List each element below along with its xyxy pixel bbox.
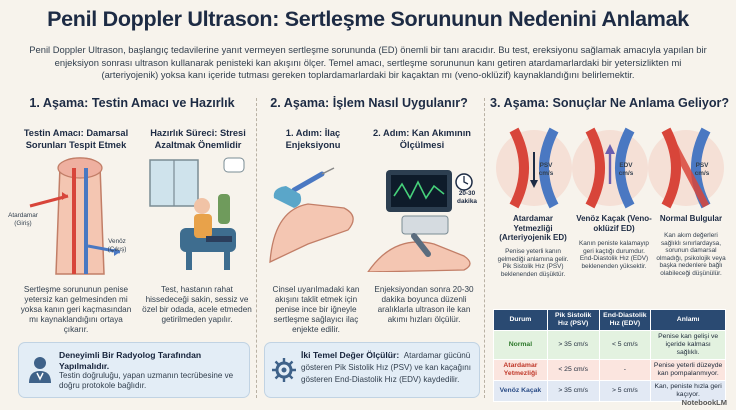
psv-label-normal: PSV cm/s xyxy=(694,162,710,177)
card-arterial-text: Penise yeterli kanın gelmediği anlamına … xyxy=(497,248,569,278)
table-header: End-Diastolik Hız (EDV) xyxy=(598,309,652,331)
prep-title: Hazırlık Süreci: Stresi Azaltmak Önemlid… xyxy=(150,128,246,150)
table-header: Pik Sistolik Hız (PSV) xyxy=(546,309,600,331)
table-row: Venöz Kaçak > 35 cm/s > 5 cm/s Kan, peni… xyxy=(493,380,726,402)
radiologist-note-title: Deneyimli Bir Radyolog Tarafından Yapılm… xyxy=(59,350,202,371)
doctor-icon xyxy=(29,357,51,383)
section-1-heading: 1. Aşama: Testin Amacı ve Hazırlık xyxy=(29,96,235,110)
results-table: Durum Pik Sistolik Hız (PSV) End-Diastol… xyxy=(493,309,726,402)
table-cell: - xyxy=(598,359,652,381)
table-cell: Penise yeterli düzeyde kan pompalanmıyor… xyxy=(650,359,726,381)
table-cell: Venöz Kaçak xyxy=(493,380,548,402)
procedure-illustration xyxy=(269,167,473,272)
card-venous-title: Venöz Kaçak (Veno-oklüzif ED) xyxy=(576,214,652,233)
calm-room-illustration xyxy=(149,157,245,270)
table-cell: Normal xyxy=(493,330,548,360)
section-2: 2. Aşama: İşlem Nasıl Uygulanır? xyxy=(262,96,476,110)
section-2-heading: 2. Aşama: İşlem Nasıl Uygulanır? xyxy=(270,96,468,110)
measured-values-text: Atardamar gücünü gösteren Pik Sistolik H… xyxy=(301,351,472,384)
table-row: Normal > 35 cm/s < 5 cm/s Penise kan gel… xyxy=(493,330,726,360)
artery-label: Atardamar (Giriş) xyxy=(8,212,38,227)
table-row: Atardamar Yetmezliği < 25 cm/s - Penise … xyxy=(493,359,726,381)
radiologist-note-text: Testin doğruluğu, yapan uzmanın tecrübes… xyxy=(59,371,234,390)
table-cell: Atardamar Yetmezliği xyxy=(493,359,548,381)
table-header: Anlamı xyxy=(650,309,726,331)
card-venous-text: Kanın peniste kalamayıp geri kaçtığı dur… xyxy=(579,240,649,270)
psv-label: PSV cm/s xyxy=(538,162,554,177)
table-cell: > 5 cm/s xyxy=(598,380,652,402)
brand-label: NotebookLM xyxy=(681,398,727,407)
vein-label: Venöz (Çıkış) xyxy=(107,238,127,253)
measured-values-title: İki Temel Değer Ölçülür: xyxy=(301,350,400,360)
column-divider xyxy=(484,98,485,398)
vessel-comparison-illustration xyxy=(496,127,724,209)
prep-text: Test, hastanın rahat hissedeceği sakin, … xyxy=(142,285,252,324)
table-cell: < 25 cm/s xyxy=(546,359,600,381)
gear-icon xyxy=(272,358,296,382)
step-2-title: 2. Adım: Kan Akımının Ölçülmesi xyxy=(373,128,471,150)
vessel-illustration xyxy=(29,157,121,275)
section-3-heading: 3. Aşama: Sonuçlar Ne Anlama Geliyor? xyxy=(490,96,730,110)
table-header-row: Durum Pik Sistolik Hız (PSV) End-Diastol… xyxy=(493,309,726,331)
step-2-text: Enjeksiyondan sonra 20-30 dakika boyunca… xyxy=(374,285,474,324)
purpose-text: Sertleşme sorununun penise yetersiz kan … xyxy=(20,285,132,334)
card-normal-title: Normal Bulgular xyxy=(659,214,723,223)
measured-values-note: İki Temel Değer Ölçülür: Atardamar gücün… xyxy=(264,342,480,398)
step-1-title: 1. Adım: İlaç Enjeksiyonu xyxy=(285,128,341,150)
intro-paragraph: Penil Doppler Ultrason, başlangıç tedavi… xyxy=(29,44,707,81)
section-1: 1. Aşama: Testin Amacı ve Hazırlık xyxy=(14,96,250,110)
table-cell: Penise kan gelişi ve içeride kalması sağ… xyxy=(650,330,726,360)
card-arterial-title: Atardamar Yetmezliği (Arteriyojenik ED) xyxy=(499,214,567,242)
edv-label: EDV cm/s xyxy=(618,162,634,177)
table-cell: > 35 cm/s xyxy=(546,380,600,402)
table-header: Durum xyxy=(493,309,548,331)
duration-label: 20-30 dakika xyxy=(457,190,477,205)
card-normal-text: Kan akım değerleri sağlıklı sınırlardays… xyxy=(656,232,726,277)
step-1-text: Cinsel uyarılmadaki kan akışını taklit e… xyxy=(272,285,360,334)
column-divider xyxy=(256,98,257,398)
section-3: 3. Aşama: Sonuçlar Ne Anlama Geliyor? xyxy=(490,96,730,110)
radiologist-note: Deneyimli Bir Radyolog Tarafından Yapılm… xyxy=(18,342,250,398)
table-cell: < 5 cm/s xyxy=(598,330,652,360)
page-title: Penil Doppler Ultrason: Sertleşme Sorunu… xyxy=(47,7,689,31)
table-cell: Kan, peniste hızla geri kaçıyor. xyxy=(650,380,726,402)
table-cell: > 35 cm/s xyxy=(546,330,600,360)
purpose-title: Testin Amacı: Damarsal Sorunları Tespit … xyxy=(23,128,129,150)
